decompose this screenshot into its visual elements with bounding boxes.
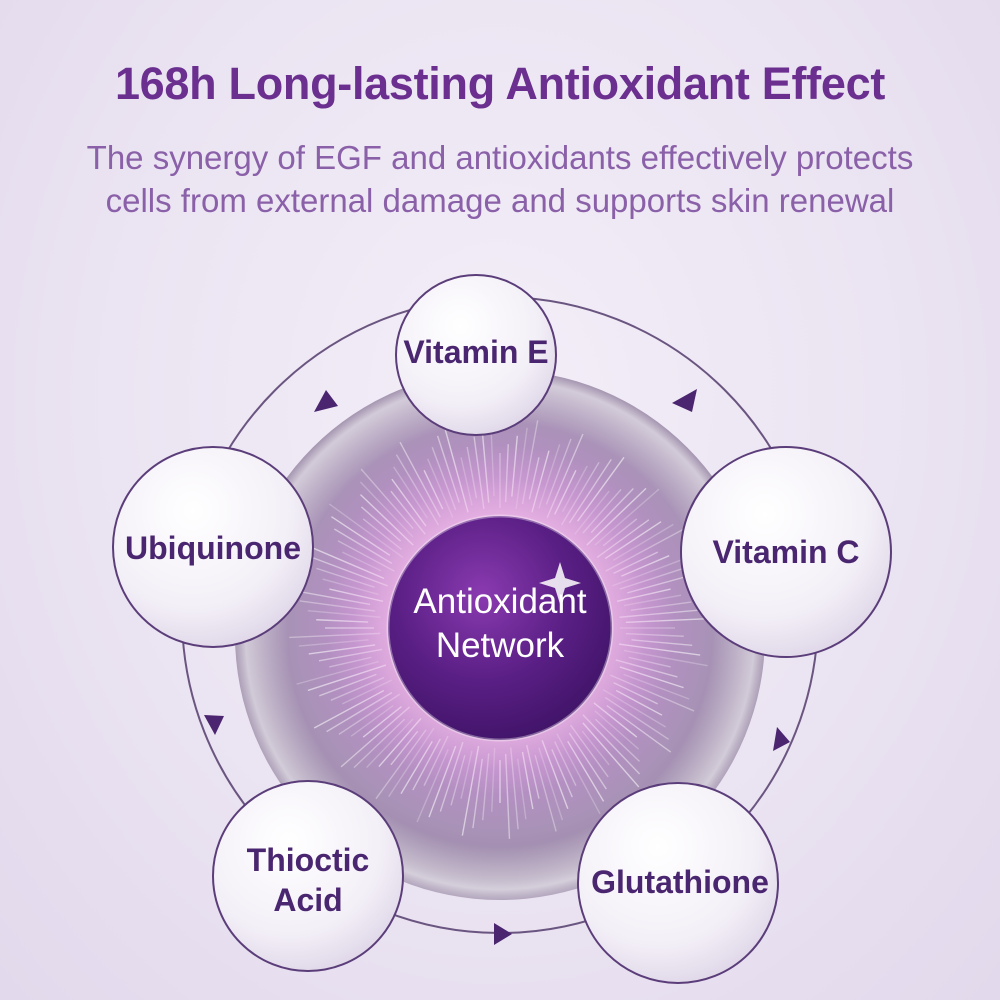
arrow-icon (204, 715, 224, 735)
node-circle-thioctic-acid (212, 780, 404, 972)
arrow-icon (314, 390, 338, 412)
node-label-vitamin-c: Vitamin C (712, 534, 860, 570)
page-subtitle: The synergy of EGF and antioxidants effe… (86, 139, 914, 219)
node-label-ubiquinone: Ubiquinone (125, 530, 301, 566)
arrow-icon (773, 727, 790, 751)
node-circle-glutathione (577, 782, 779, 984)
sparkle-icon (539, 562, 581, 604)
node-label-glutathione: Glutathione (591, 864, 769, 900)
node-circle-vitamin-c (680, 446, 892, 658)
node-circle-vitamin-e (395, 274, 557, 436)
arrow-icon (672, 389, 697, 412)
center-label: Antioxidant Network (413, 582, 587, 665)
node-label-vitamin-e: Vitamin E (403, 334, 549, 370)
node-label-thioctic-acid: Thioctic Acid (246, 842, 370, 918)
page-title: 168h Long-lasting Antioxidant Effect (114, 58, 886, 109)
node-circle-ubiquinone (112, 446, 314, 648)
arrow-icon (494, 923, 512, 945)
center-core (386, 514, 614, 742)
